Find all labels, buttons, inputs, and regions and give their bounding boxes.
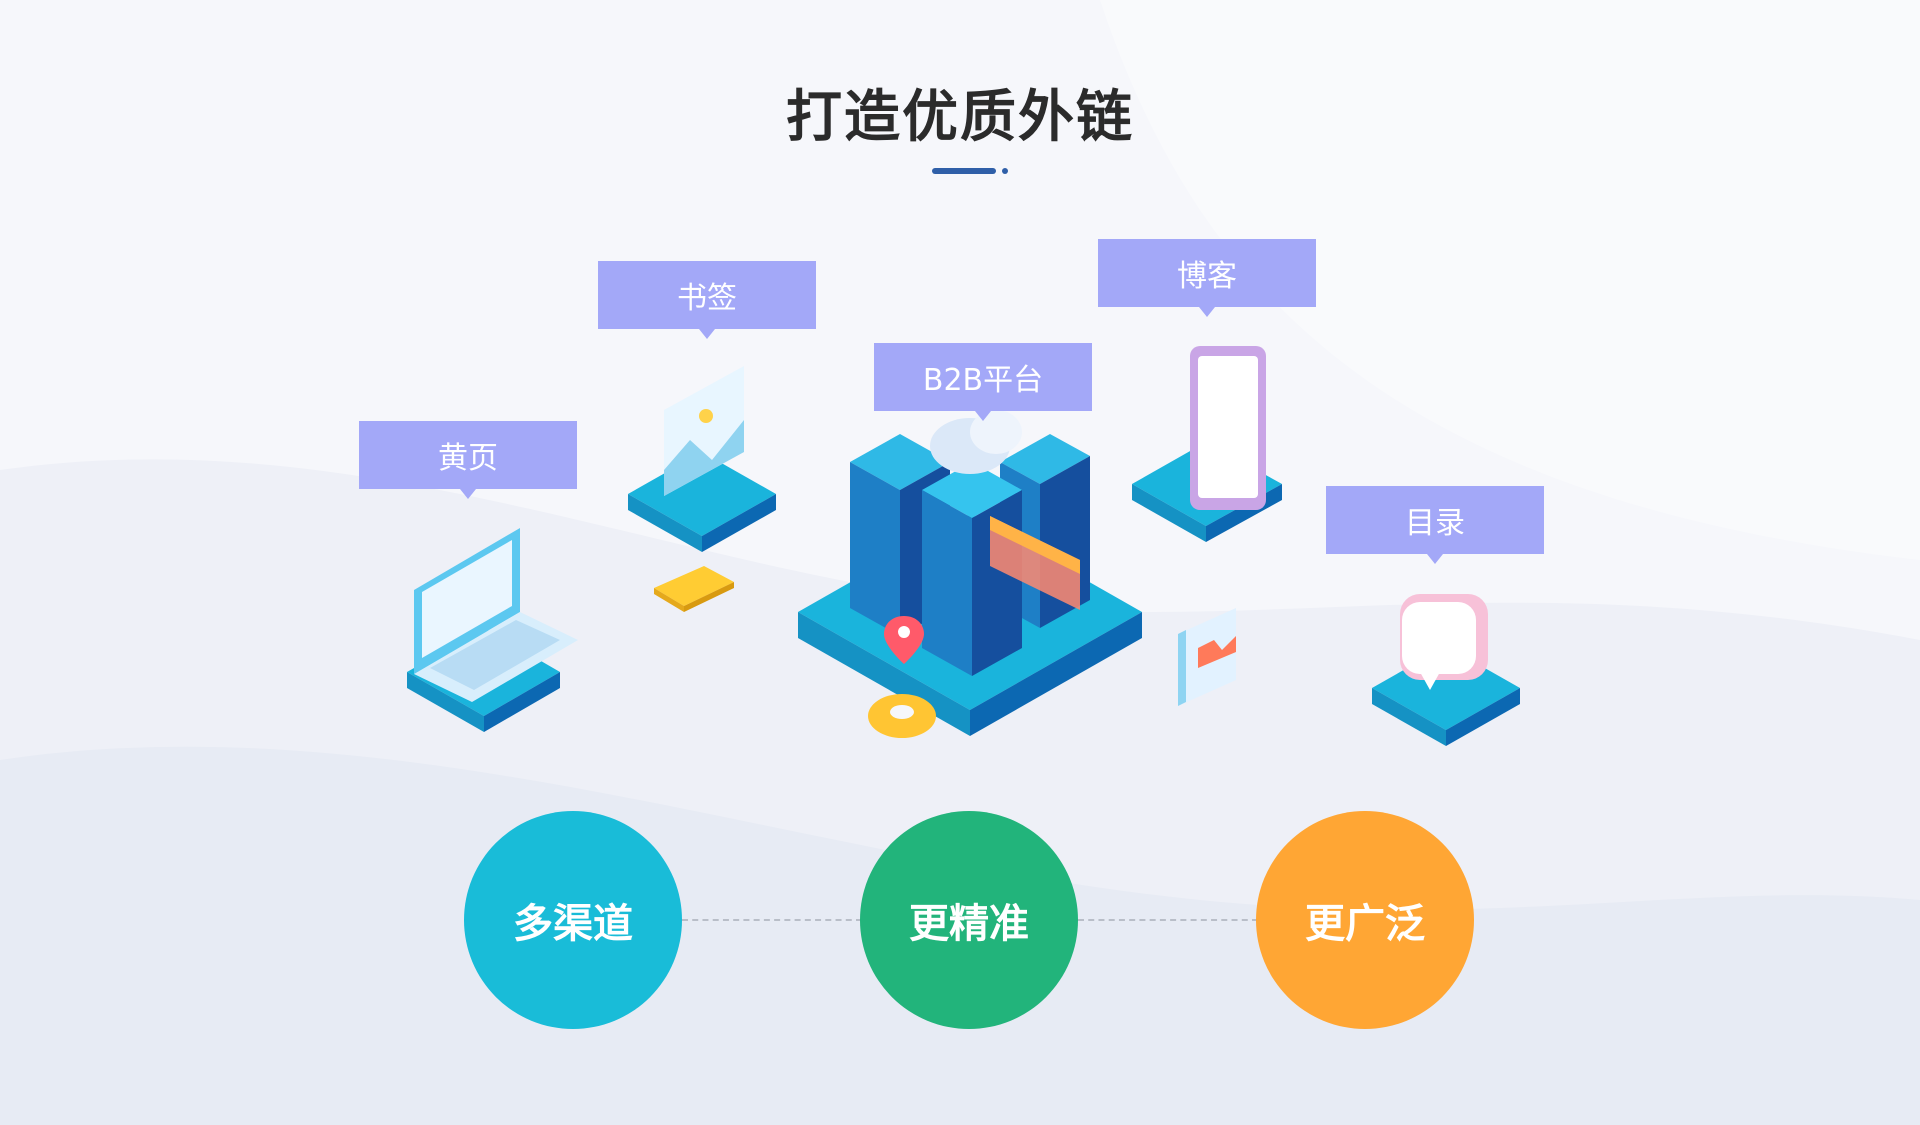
- label-blog: 博客: [1098, 239, 1316, 317]
- label-b2b-platform: B2B平台: [874, 343, 1092, 421]
- connector-line-1: [682, 919, 862, 921]
- label-directory: 目录: [1326, 486, 1544, 564]
- laptop-icon: [407, 528, 578, 732]
- server-icon: [798, 410, 1142, 736]
- feature-wider: 更广泛: [1256, 811, 1474, 1029]
- phone-icon: [1132, 346, 1282, 542]
- feature-more-precise: 更精准: [860, 811, 1078, 1029]
- gear-icon: [868, 694, 936, 738]
- title-underline-dot: [1002, 168, 1008, 174]
- title-underline: [932, 168, 996, 174]
- image-icon: [628, 366, 776, 552]
- feature-multi-channel: 多渠道: [464, 811, 682, 1029]
- page-title: 打造优质外链: [786, 85, 1134, 150]
- factory-icon: [1178, 608, 1236, 706]
- chat-icon: [1372, 594, 1520, 746]
- label-bookmarks: 书签: [598, 261, 816, 339]
- folder-icon: [654, 566, 734, 612]
- connector-line-2: [1078, 919, 1258, 921]
- label-yellow-pages: 黄页: [359, 421, 577, 499]
